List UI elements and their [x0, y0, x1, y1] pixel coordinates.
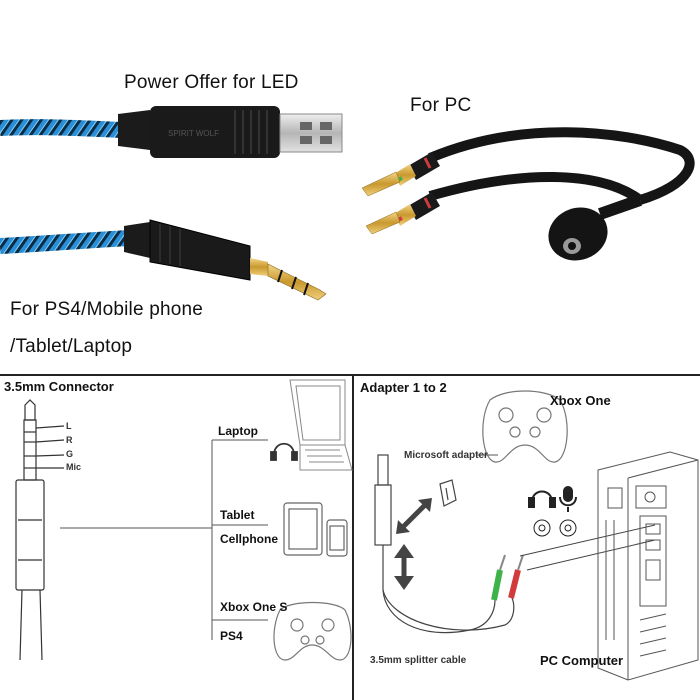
headphone-jack-icon: [528, 490, 556, 537]
usb-caption: Power Offer for LED: [124, 72, 299, 93]
microsoft-adapter-icon: [439, 479, 457, 507]
usb-cable: SPIRIT WOLF: [0, 106, 343, 158]
pin-label-r: R: [66, 435, 73, 445]
ps4-caption-line1: For PS4/Mobile phone: [10, 299, 204, 320]
arrow-icon: [394, 498, 432, 590]
pin-label-l: L: [66, 421, 72, 431]
xbox-gamepad-icon: [482, 390, 568, 463]
microsoft-adapter-label: Microsoft adapter: [404, 450, 488, 461]
headphone-icon: [270, 442, 298, 461]
section-divider-middle: [352, 376, 354, 700]
pc-computer-label: PC Computer: [540, 653, 624, 668]
device-label-tablet: Tablet: [220, 508, 255, 522]
phone-icon: [326, 519, 348, 557]
usb-brand-text: SPIRIT WOLF: [168, 129, 219, 138]
pin-label-mic: Mic: [66, 462, 82, 472]
connector-section-title: 3.5mm Connector: [4, 379, 114, 394]
ps4-caption-line2: /Tablet/Laptop: [10, 336, 133, 357]
pin-label-g: G: [66, 449, 74, 459]
device-label-xbox-one-s: Xbox One S: [220, 600, 288, 614]
laptop-icon: [289, 379, 353, 471]
pc-tower-icon: [597, 451, 699, 681]
xbox-one-label: Xbox One: [550, 393, 611, 408]
device-label-laptop: Laptop: [218, 424, 258, 438]
adapter-section-title: Adapter 1 to 2: [360, 380, 447, 395]
pc-caption: For PC: [410, 95, 472, 116]
device-label-cellphone: Cellphone: [220, 532, 279, 546]
gamepad-icon: [273, 601, 352, 661]
connector-drawing: [15, 399, 65, 661]
device-label-ps4: PS4: [220, 629, 243, 643]
pc-splitter-cable: [361, 127, 695, 261]
section-divider-top: [0, 374, 700, 376]
top-product-illustration: SPIRIT WOLF: [0, 106, 695, 301]
microphone-icon: [559, 486, 577, 537]
trrs-plug-cable: [0, 219, 327, 301]
splitter-cable-drawing: [374, 454, 515, 634]
splitter-cable-label: 3.5mm splitter cable: [370, 655, 467, 666]
tablet-icon: [283, 502, 323, 556]
colored-plugs: [491, 554, 524, 601]
